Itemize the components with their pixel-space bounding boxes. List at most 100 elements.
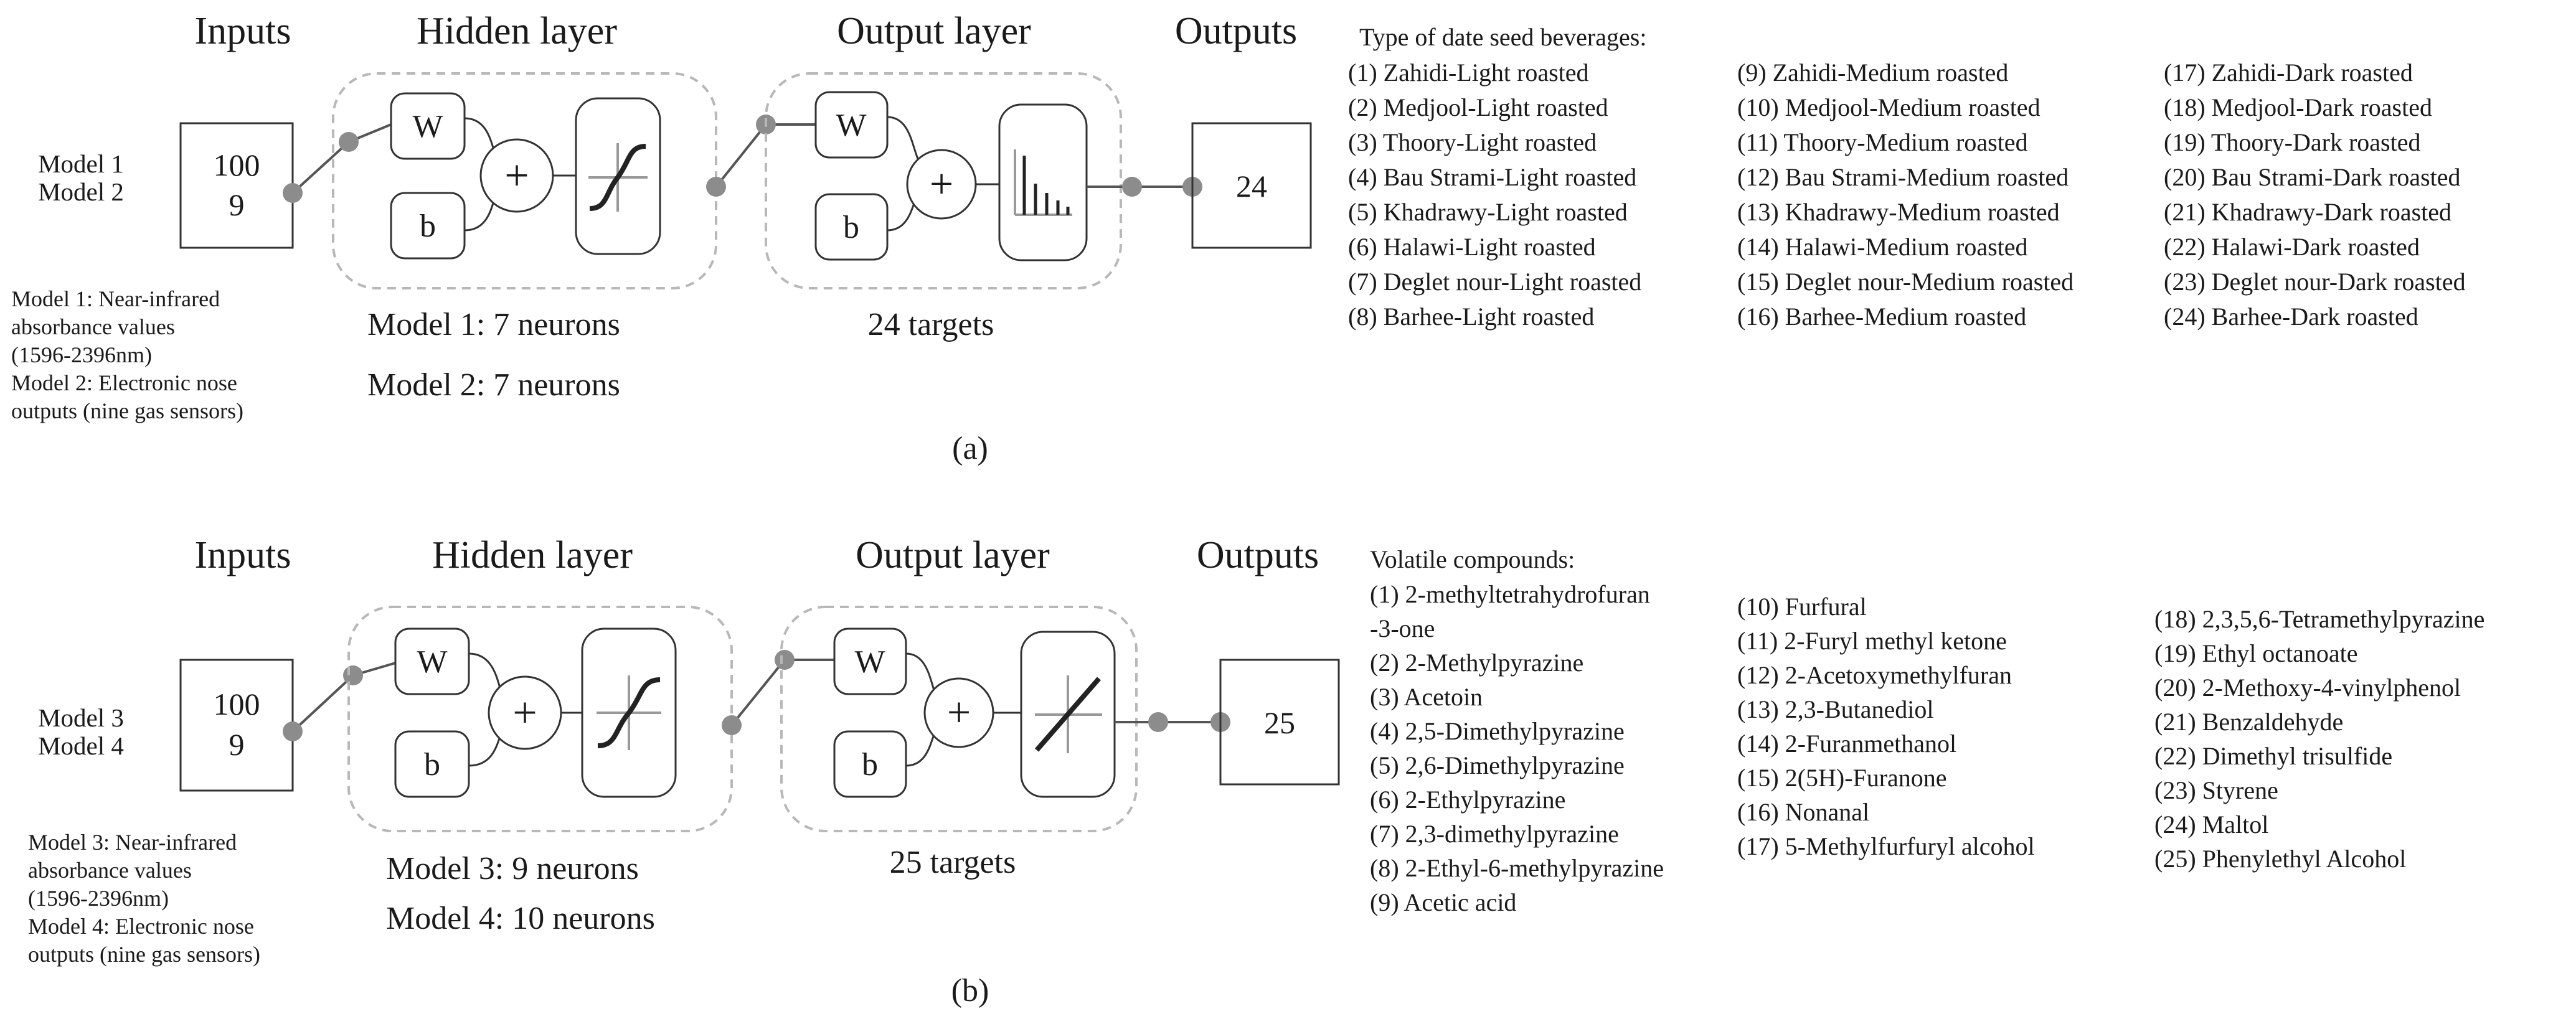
weight-box xyxy=(394,627,470,695)
input-box xyxy=(179,659,294,792)
legend-item: -3-one xyxy=(1370,614,1435,642)
legend-item: (13) 2,3-Butanediol xyxy=(1737,695,1934,723)
input-value: 100 xyxy=(214,687,260,721)
legend-item: (10) Furfural xyxy=(1737,593,1867,621)
inputs-header: Inputs xyxy=(195,10,291,52)
bias-label: b xyxy=(420,209,436,244)
legend-item: (24) Maltol xyxy=(2154,810,2268,838)
outputs-header: Outputs xyxy=(1175,10,1297,52)
legend-item: (19) Ethyl octanoate xyxy=(2154,639,2358,667)
panel-b: Inputs Hidden layer Output layer Outputs… xyxy=(28,534,2484,1008)
outputs-header: Outputs xyxy=(1197,534,1319,576)
legend-item: (1) Zahidi-Light roasted xyxy=(1348,59,1589,87)
target-count: 24 targets xyxy=(868,307,994,342)
target-count: 25 targets xyxy=(890,845,1016,880)
neuron-count: Model 1: 7 neurons xyxy=(367,307,620,342)
input-value: 100 xyxy=(214,148,260,182)
legend-item: (8) Barhee-Light roasted xyxy=(1348,303,1594,331)
inputs-header: Inputs xyxy=(195,534,291,576)
softmax-activation-icon xyxy=(1014,149,1072,216)
model-note: (1596-2396nm) xyxy=(28,886,169,911)
legend-item: (12) 2-Acetoxymethylfuran xyxy=(1737,661,2012,689)
weight-to-sum-line xyxy=(887,116,922,164)
output-box xyxy=(1191,122,1312,249)
model-note: Model 4: Electronic nose xyxy=(28,914,254,939)
model-note: outputs (nine gas sensors) xyxy=(11,398,243,423)
legend-item: (4) Bau Strami-Light roasted xyxy=(1348,163,1636,191)
output-value: 24 xyxy=(1236,169,1267,204)
legend-item: (8) 2-Ethyl-6-methylpyrazine xyxy=(1370,854,1664,882)
activation-box xyxy=(998,103,1088,261)
bias-label: b xyxy=(843,210,859,245)
model-note: outputs (nine gas sensors) xyxy=(28,942,260,967)
model-note: (1596-2396nm) xyxy=(11,342,152,367)
legend-item: (2) 2-Methylpyrazine xyxy=(1370,649,1583,677)
legend-item: (18) 2,3,5,6-Tetramethylpyrazine xyxy=(2154,605,2484,633)
legend-item: (11) Thoory-Medium roasted xyxy=(1737,128,2028,156)
bias-label: b xyxy=(424,747,440,782)
weight-label: W xyxy=(417,644,447,680)
output-layer-box xyxy=(780,606,1138,832)
connection-line xyxy=(291,674,354,733)
connection-line xyxy=(291,141,350,194)
neuron-count: Model 4: 10 neurons xyxy=(386,901,655,936)
legend-item: (13) Khadrawy-Medium roasted xyxy=(1737,198,2060,226)
legend-item: (15) Deglet nour-Medium roasted xyxy=(1737,268,2074,296)
legend-item: (14) 2-Furanmethanol xyxy=(1737,730,1956,758)
legend-item: (20) 2-Methoxy-4-vinylphenol xyxy=(2154,674,2461,702)
model-note: absorbance values xyxy=(28,858,192,883)
purelin-activation-icon xyxy=(1034,675,1102,753)
legend-item: (25) Phenylethyl Alcohol xyxy=(2154,845,2406,873)
model-note: Model 1: Near-infrared xyxy=(11,286,220,311)
connection-line xyxy=(715,123,767,188)
tansig-activation-icon xyxy=(588,143,648,212)
output-layer-box xyxy=(765,72,1122,289)
legend-item: (3) Acetoin xyxy=(1370,683,1483,711)
weight-label: W xyxy=(836,108,866,143)
connection-node xyxy=(283,183,303,203)
hidden-layer-box xyxy=(332,72,717,289)
legend-item: (17) 5-Methylfurfuryl alcohol xyxy=(1737,832,2035,860)
neuron-count: Model 2: 7 neurons xyxy=(367,367,620,403)
legend-item: (9) Zahidi-Medium roasted xyxy=(1737,59,2008,87)
legend-list: (1) Zahidi-Light roasted(2) Medjool-Ligh… xyxy=(1348,59,2466,331)
legend-item: (4) 2,5-Dimethylpyrazine xyxy=(1370,717,1625,745)
legend-item: (11) 2-Furyl methyl ketone xyxy=(1737,627,2007,655)
legend-item: (23) Styrene xyxy=(2154,776,2278,804)
input-box xyxy=(179,122,294,249)
plus-icon: + xyxy=(512,689,537,737)
legend-item: (10) Medjool-Medium roasted xyxy=(1737,93,2041,121)
legend-item: (12) Bau Strami-Medium roasted xyxy=(1737,163,2069,191)
legend-item: (21) Khadrawy-Dark roasted xyxy=(2164,198,2451,226)
legend-item: (7) Deglet nour-Light roasted xyxy=(1348,268,1641,296)
legend-item: (9) Acetic acid xyxy=(1370,888,1516,916)
bias-label: b xyxy=(862,747,878,782)
weight-box xyxy=(833,627,907,695)
legend-item: (18) Medjool-Dark roasted xyxy=(2164,93,2432,121)
model-note: absorbance values xyxy=(11,314,175,339)
legend-item: (23) Deglet nour-Dark roasted xyxy=(2164,268,2466,296)
legend-item: (19) Thoory-Dark roasted xyxy=(2164,128,2420,156)
legend-item: (16) Nonanal xyxy=(1737,798,1869,826)
connection-node xyxy=(1148,712,1168,732)
connection-node xyxy=(775,650,795,670)
connection-node xyxy=(283,721,303,741)
model-note: Model 3: Near-infrared xyxy=(28,830,237,855)
legend-title: Type of date seed beverages: xyxy=(1359,23,1646,51)
panel-a: Inputs Hidden layer Output layer Outputs… xyxy=(11,10,2466,466)
weight-box xyxy=(390,92,466,160)
connection-node xyxy=(1122,177,1142,197)
bias-box xyxy=(390,192,466,260)
legend-item: (6) 2-Ethylpyrazine xyxy=(1370,786,1565,814)
connection-line xyxy=(730,659,786,726)
legend-item: (17) Zahidi-Dark roasted xyxy=(2164,59,2413,87)
hidden-layer-header: Hidden layer xyxy=(432,534,633,576)
connection-node xyxy=(706,177,726,197)
model-label: Model 3 xyxy=(38,703,124,732)
connection-node xyxy=(722,715,742,735)
panel-caption: (a) xyxy=(952,431,988,466)
legend-item: (20) Bau Strami-Dark roasted xyxy=(2164,163,2461,191)
model-label: Model 4 xyxy=(38,731,124,760)
bias-box xyxy=(394,730,470,798)
